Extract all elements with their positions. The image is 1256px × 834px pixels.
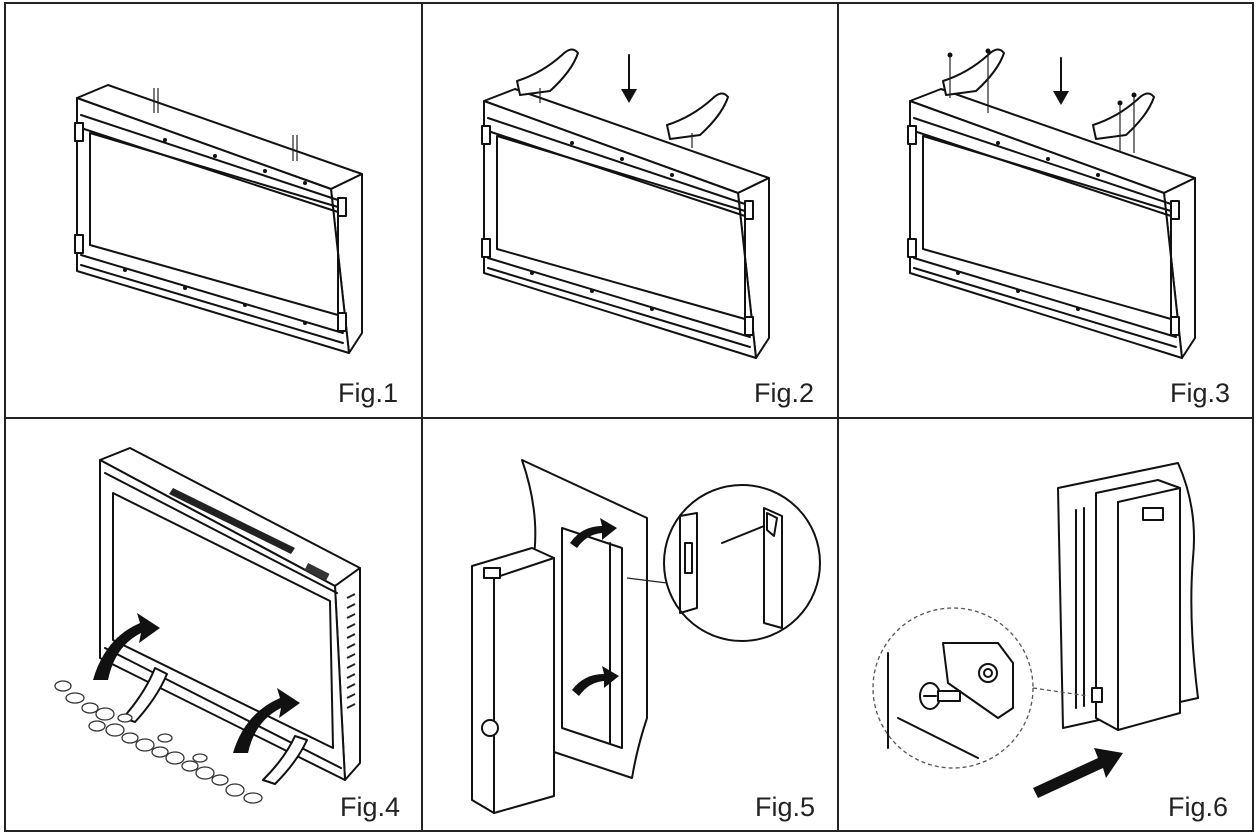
- fig3-drawing: [907, 48, 1196, 359]
- curved-arrow-icon: [570, 518, 619, 696]
- fireplace-unit-back-view: [74, 84, 363, 354]
- wall-mount-bracket: [1075, 507, 1085, 709]
- detail-callout: [872, 607, 1089, 769]
- leg-stand-right: [262, 735, 308, 785]
- push-arrow-icon: [1033, 748, 1123, 798]
- fig5-drawing: [471, 459, 821, 814]
- screw-icon: [919, 682, 961, 710]
- wall-mount-bracket: [561, 527, 623, 749]
- fig6-drawing: [872, 462, 1199, 798]
- leg-stand-left: [516, 48, 579, 103]
- fig3-label: Fig.3: [1170, 378, 1231, 408]
- fig4-drawing: [54, 447, 361, 804]
- screw-group: [153, 88, 298, 161]
- leg-stand-left: [122, 667, 168, 723]
- fireplace-side-view: [1091, 479, 1181, 731]
- detail-callout: [626, 484, 821, 642]
- down-arrow-icon: [621, 54, 637, 103]
- fig2-drawing: [481, 48, 770, 359]
- fig6-label: Fig.6: [1168, 792, 1229, 822]
- fireplace-unit-back-view: [907, 88, 1196, 359]
- decorative-pebbles: [54, 680, 263, 804]
- screw-group: [947, 48, 1137, 153]
- leg-stand-left: [942, 48, 1005, 96]
- fireplace-side-view: [471, 547, 555, 814]
- fireplace-unit-front-view: [99, 447, 361, 781]
- fig4-label: Fig.4: [340, 792, 401, 822]
- fig1-label: Fig.1: [338, 378, 399, 408]
- fig5-label: Fig.5: [755, 792, 816, 822]
- leg-stand-right: [1092, 92, 1155, 140]
- fig2-label: Fig.2: [754, 378, 815, 408]
- fireplace-unit-back-view: [481, 88, 770, 359]
- leg-stand-right: [666, 92, 729, 148]
- down-arrow-icon: [1053, 57, 1069, 105]
- fig1-drawing: [74, 84, 363, 354]
- curved-arrow-icon: [93, 613, 300, 753]
